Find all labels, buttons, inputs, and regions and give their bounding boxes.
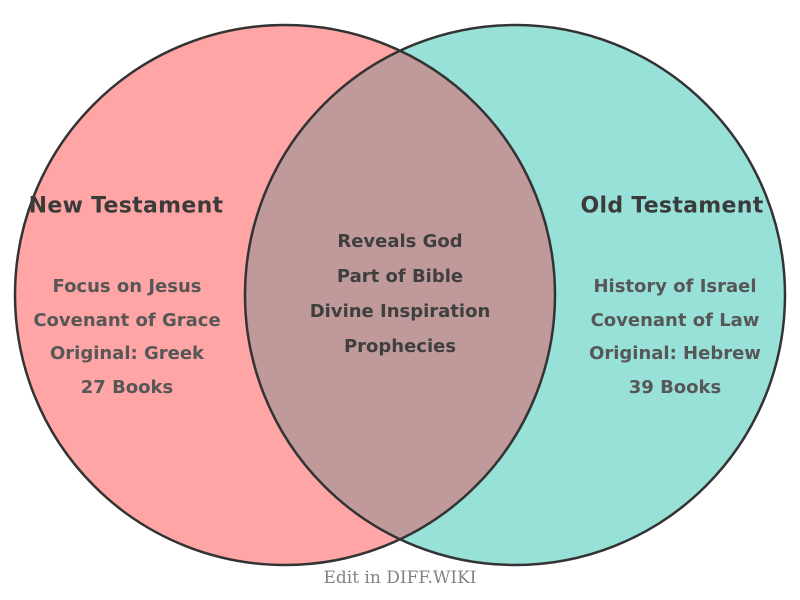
left-item: Covenant of Grace <box>33 309 221 331</box>
left-circle-items: Focus on Jesus Covenant of Grace Origina… <box>33 270 220 404</box>
right-item: 39 Books <box>628 376 722 398</box>
intersection-items: Reveals God Part of Bible Divine Inspira… <box>310 224 491 364</box>
left-item: Focus on Jesus <box>52 276 202 297</box>
intersection-fill <box>245 25 555 565</box>
right-circle-outline <box>243 23 787 567</box>
right-item: Covenant of Law <box>590 309 760 331</box>
left-item: Original: Greek <box>49 343 205 364</box>
left-item: 27 Books <box>80 376 174 398</box>
left-circle-outline <box>13 23 557 567</box>
right-circle-title: Old Testament <box>580 193 764 219</box>
edit-link[interactable]: Edit in DIFF.WIKI <box>323 568 477 588</box>
intersection-item: Reveals God <box>337 231 463 252</box>
right-circle-items: History of Israel Covenant of Law Origin… <box>589 270 761 404</box>
intersection-item: Divine Inspiration <box>309 301 491 322</box>
intersection-item: Part of Bible <box>336 266 464 287</box>
left-circle-title: New Testament <box>28 193 224 219</box>
right-item: History of Israel <box>593 276 757 297</box>
intersection-item: Prophecies <box>343 336 457 357</box>
right-item: Original: Hebrew <box>589 343 761 364</box>
